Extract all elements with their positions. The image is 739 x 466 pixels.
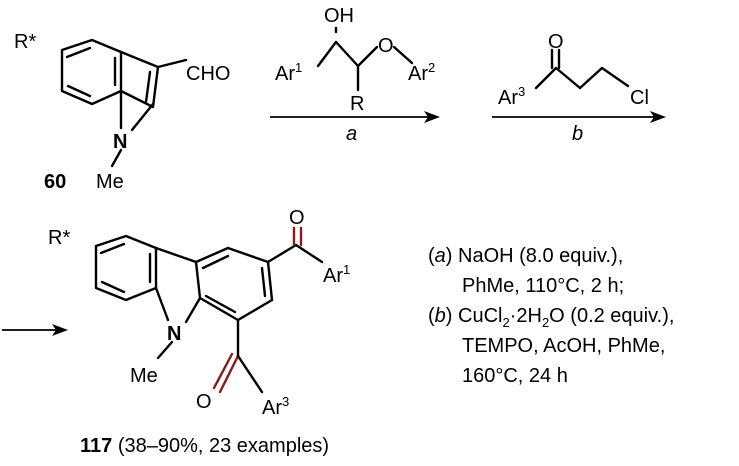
ar1-label: Ar1 <box>275 60 302 85</box>
hydroxyl-label: OH <box>324 5 354 27</box>
condition-a-line2: PhMe, 110°C, 2 h; <box>462 275 624 297</box>
ar2-label: Ar2 <box>408 60 435 85</box>
product-nitrogen-atom: N <box>167 323 181 345</box>
product-ar3-label: Ar3 <box>262 394 289 419</box>
carbonyl-oxygen-1: O <box>289 207 305 229</box>
arrow-label-a: a <box>346 123 357 145</box>
condition-a-line1: (a) NaOH (8.0 equiv.), <box>428 245 623 267</box>
arrow-label-b: b <box>572 123 583 145</box>
indole-pyrrole-ring <box>119 50 160 109</box>
methyl-label: Me <box>96 171 124 193</box>
carbonyl-oxygen-3: O <box>196 391 212 413</box>
ar3-label: Ar3 <box>498 84 525 109</box>
compound-60: R* CHO N Me 60 <box>14 31 230 193</box>
product-caption: 117 (38–90%, 23 examples) <box>80 435 329 457</box>
product-methyl-label: Me <box>130 365 158 387</box>
nitrogen-atom: N <box>113 131 127 153</box>
carbazole-left-ring <box>94 234 158 302</box>
reagent-a: OH Ar1 O Ar2 R <box>275 5 435 115</box>
compound-number: 60 <box>44 171 66 193</box>
product-substituent-label: R* <box>48 227 70 249</box>
condition-b-line3: 160°C, 24 h <box>462 365 568 387</box>
reaction-conditions: (a) NaOH (8.0 equiv.), PhMe, 110°C, 2 h;… <box>428 245 674 387</box>
reaction-arrow-b: b <box>492 111 666 145</box>
continuation-arrow <box>2 324 68 336</box>
reaction-arrow-a: a <box>270 111 440 145</box>
product-ar1-label: Ar1 <box>323 262 350 287</box>
product-117: R* N Me O Ar1 O Ar3 117 (38–90%, 23 exam… <box>48 207 350 457</box>
ketone-oxygen-label: O <box>548 31 564 53</box>
condition-b-line1: (b) CuCl2·2H2O (0.2 equiv.), <box>428 305 674 330</box>
r-label: R <box>350 93 364 115</box>
reagent-b: O Ar3 Cl <box>498 31 649 109</box>
chloro-label: Cl <box>630 87 649 109</box>
aldehyde-label: CHO <box>186 63 230 85</box>
indole-benzene-ring <box>60 38 123 106</box>
condition-b-line2: TEMPO, AcOH, PhMe, <box>462 335 665 357</box>
substituent-label: R* <box>14 31 36 53</box>
ether-oxygen-label: O <box>378 35 394 57</box>
